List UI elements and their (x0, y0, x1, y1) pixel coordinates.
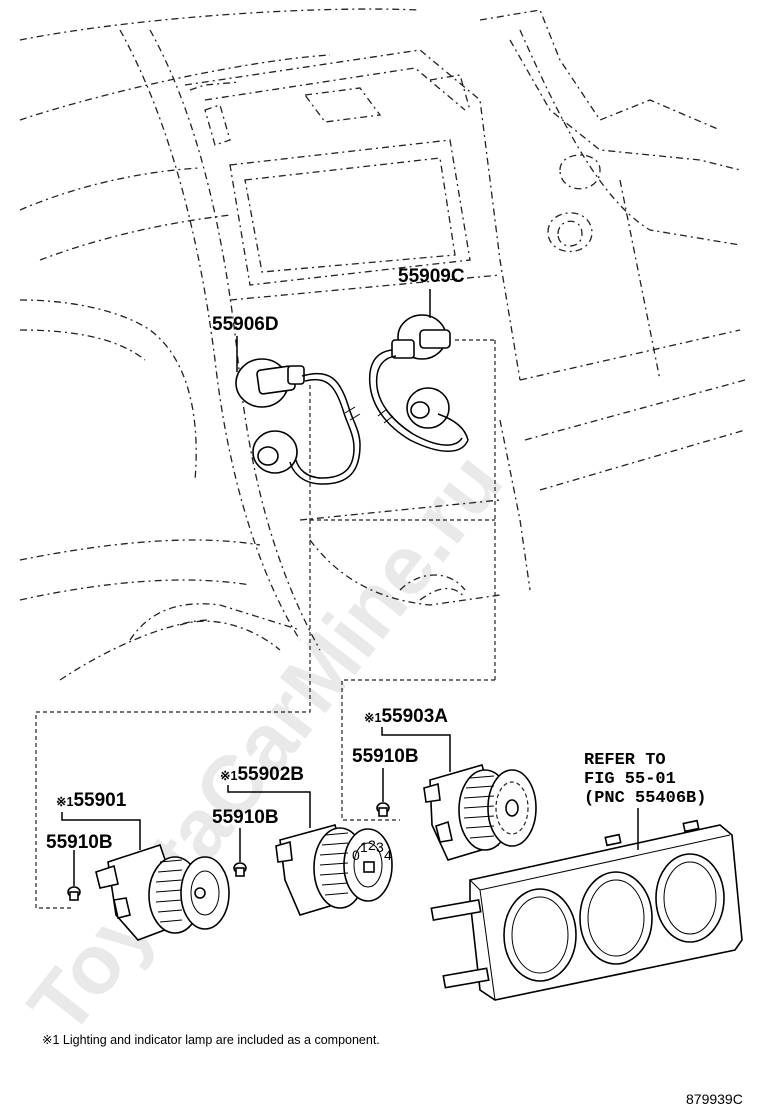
knob-digit-1: 1 (360, 839, 368, 855)
footnote: ※1 Lighting and indicator lamp are inclu… (42, 1033, 380, 1047)
label-55906D: 55906D (212, 314, 279, 335)
refer-line-3: (PNC 55406B) (584, 789, 706, 808)
dashboard-outline (19, 8, 746, 681)
leader-55903A (381, 727, 451, 772)
figure-code: 879939C (686, 1091, 743, 1107)
leader-55901 (61, 812, 141, 850)
watermark: ToyotaCarMine.ru (10, 435, 520, 1051)
connector-left-box (35, 520, 311, 909)
label-55902B: ※155902B (220, 764, 304, 785)
switch-55903A (423, 764, 537, 861)
screw-55910B-right (376, 802, 390, 817)
leader-55902B (227, 785, 311, 828)
bulb-socket-lower-right (406, 387, 450, 429)
label-55910B-left: 55910B (46, 832, 113, 853)
screw-55910B-left (67, 886, 81, 901)
bulb-socket-55909C (391, 314, 451, 360)
mark-55901: ※1 (56, 795, 73, 809)
label-55909C: 55909C (398, 266, 465, 287)
knob-digit-4: 4 (384, 847, 392, 863)
label-55910B-mid: 55910B (212, 807, 279, 828)
console-reference-box (309, 339, 496, 680)
knob-digit-2: 2 (368, 837, 376, 853)
label-55910B-right: 55910B (352, 746, 419, 767)
bulb-socket-55906D (235, 358, 305, 408)
heater-control-bezel (430, 819, 743, 1001)
connector-right-box (341, 679, 495, 821)
switch-55902B: 0 1 2 3 4 (275, 824, 393, 916)
label-55903A: ※155903A (364, 706, 448, 727)
refer-line-2: FIG 55-01 (584, 770, 676, 789)
refer-line-1: REFER TO (584, 751, 666, 770)
label-55901: ※155901 (56, 790, 127, 811)
screw-55910B-mid (233, 862, 247, 877)
knob-digit-3: 3 (376, 839, 384, 855)
bulb-socket-lower-left (252, 430, 298, 474)
mark-55903A: ※1 (364, 711, 381, 725)
knob-digit-0: 0 (352, 847, 360, 863)
wire-harness (289, 349, 469, 485)
mark-55902B: ※1 (220, 769, 237, 783)
switch-55901 (95, 843, 230, 941)
